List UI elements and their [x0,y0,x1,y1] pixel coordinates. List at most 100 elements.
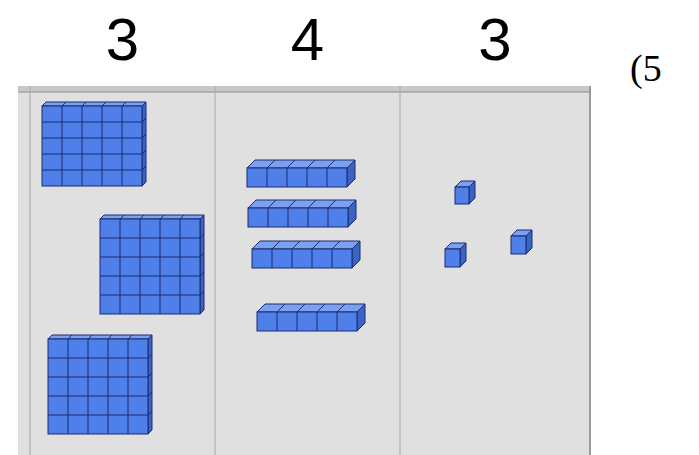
hundred-flat-grid [122,106,123,186]
mat-background [18,86,590,455]
ten-rod-top [257,304,365,312]
ten-rod-side [347,160,355,187]
ten-rod-grid [312,249,313,268]
hundred-flat-top [100,215,204,219]
ten-rod-grid [292,249,293,268]
hundred-flat-grid [180,215,184,219]
ten-rod-grid [288,208,289,227]
one-cube-front [511,236,526,254]
ten-rod-grid [327,168,328,187]
ten-rod-grid [267,160,275,168]
digit-heading: 3 [400,0,590,80]
hundred-flat-grid [42,122,142,123]
one-cube-front [445,249,460,267]
hundred-flat-grid [140,219,141,314]
hundred-flat-top [48,335,152,339]
side-note: (5 [630,46,662,90]
hundred-flat-grid [148,373,152,377]
ten-rod-grid [288,200,296,208]
ten-rod-grid [308,200,316,208]
ten-rod-grid [317,312,318,331]
hundred-flat-grid [180,219,181,314]
one-cube-front [455,187,469,204]
hundred-flat-grid [128,339,129,434]
ten-rod-grid [317,304,325,312]
ten-rod-grid [287,168,288,187]
one-cube-side [469,181,475,204]
ten-rod-grid [337,312,338,331]
column-divider [215,86,216,455]
hundred-flat-grid [68,339,69,434]
hundred-flat-grid [108,335,112,339]
hundred-flat-grid [62,106,63,186]
hundred-flat-grid [62,102,66,106]
hundred-flat-grid [42,138,142,139]
ten-rod-grid [332,249,333,268]
hundred-flat-grid [100,238,200,239]
mat-top-line [18,92,590,93]
ten-rod-front [257,312,357,331]
ten-rod-grid [307,168,308,187]
hundred-flat-grid [142,134,146,138]
hundred-flat-grid [42,170,142,171]
hundred-flat-grid [48,377,148,378]
ten-rod-top [252,241,360,249]
ten-rod-grid [268,208,269,227]
hundred-flat-grid [102,106,103,186]
ten-rod-side [352,241,360,268]
hundred-flat-grid [48,396,148,397]
hundred-flat-grid [48,415,148,416]
hundred-flat-grid [142,150,146,154]
ten-rod-front [248,208,348,227]
ten-rod-grid [337,304,345,312]
ten-rod-side [357,304,365,331]
hundred-flat-grid [100,276,200,277]
hundred-flat-grid [88,335,92,339]
ten-rod-grid [328,208,329,227]
hundred-flat-top [42,102,146,106]
hundred-flat-grid [160,215,164,219]
hundred-flat-front [42,106,142,186]
hundred-flat-grid [160,219,161,314]
ten-rod-front [247,168,347,187]
ten-rod-grid [287,160,295,168]
ten-rod-grid [268,200,276,208]
mat-top-band [18,86,590,92]
column-divider [589,86,591,455]
hundred-flat-grid [120,219,121,314]
digit-heading: 4 [215,0,400,80]
digit-heading: 3 [30,0,215,80]
hundred-flat-front [100,219,200,314]
hundred-flat-grid [200,291,204,295]
one-cube-side [526,230,532,254]
ten-rod-grid [272,249,273,268]
hundred-flat-grid [142,118,146,122]
hundred-flat-grid [142,166,146,170]
ten-rod-grid [312,241,320,249]
hundred-flat-grid [68,335,72,339]
hundred-flat-grid [200,272,204,276]
ten-rod-grid [277,304,285,312]
ten-rod-grid [297,304,305,312]
place-value-column: 4 [215,0,400,455]
hundred-flat-grid [122,102,126,106]
place-value-column: 3 [30,0,215,455]
ten-rod-grid [267,168,268,187]
hundred-flat-side [142,102,146,186]
hundred-flat-grid [148,354,152,358]
ten-rod-grid [328,200,336,208]
hundred-flat-front [48,339,148,434]
ten-rod-grid [292,241,300,249]
hundred-flat-grid [82,102,86,106]
ten-rod-grid [297,312,298,331]
hundred-flat-grid [200,253,204,257]
ten-rod-grid [277,312,278,331]
place-value-column: 3 [400,0,590,455]
hundred-flat-grid [148,392,152,396]
hundred-flat-grid [42,154,142,155]
ten-rod-grid [308,208,309,227]
hundred-flat-grid [100,257,200,258]
ten-rod-grid [272,241,280,249]
